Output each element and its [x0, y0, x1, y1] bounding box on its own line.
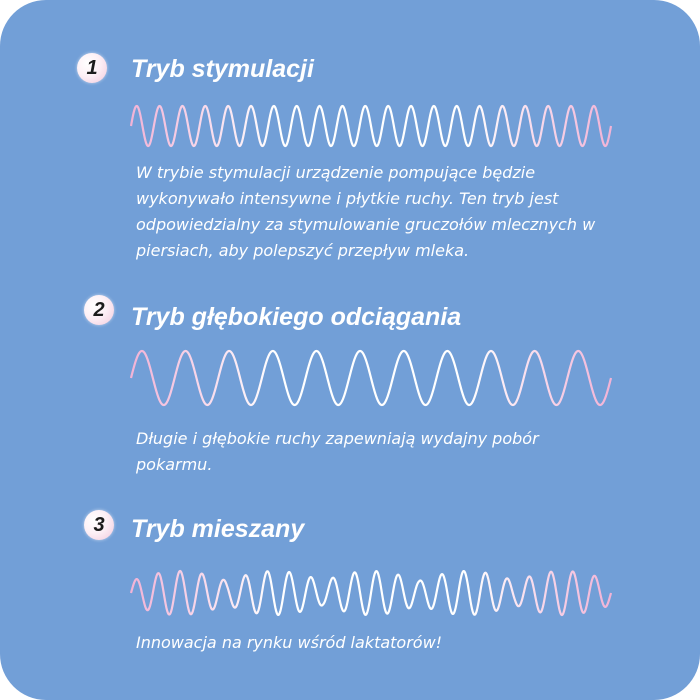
mode-3-title: Tryb mieszany [131, 515, 305, 543]
mode-1-title: Tryb stymulacji [131, 55, 314, 83]
mode-3-description: Innowacja na rynku wśród laktatorów! [136, 633, 443, 652]
mode-1-description: W trybie stymulacji urządzenie pompujące… [136, 163, 596, 260]
wave-line [129, 349, 613, 407]
wave-line [129, 104, 613, 148]
deep-expression-wave-icon [129, 349, 613, 407]
mode-3-number-badge: 3 [84, 510, 114, 540]
mode-2-number-badge: 2 [84, 295, 114, 325]
wave-line [129, 569, 613, 617]
mixed-wave-icon [129, 569, 613, 617]
mode-2-description: Długie i głębokie ruchy zapewniają wydaj… [136, 429, 539, 474]
mode-2-title: Tryb głębokiego odciągania [131, 303, 462, 331]
stimulation-wave-icon [129, 104, 613, 148]
mode-1-number-badge: 1 [77, 53, 107, 83]
